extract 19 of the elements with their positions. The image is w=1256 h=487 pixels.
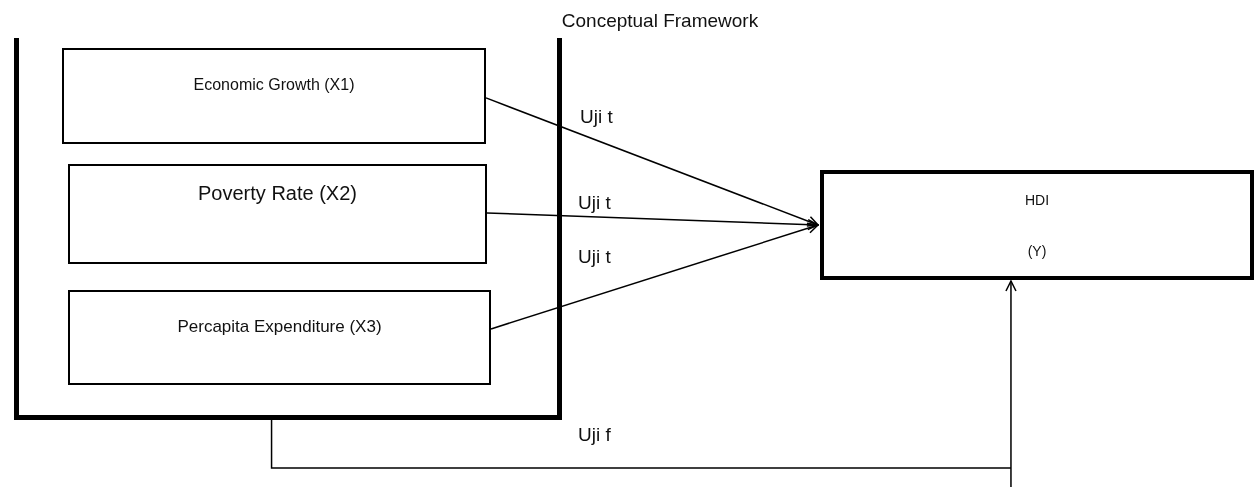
edge-label: Uji t <box>578 192 611 214</box>
variable-box <box>62 48 486 144</box>
arrow <box>486 212 819 231</box>
arrow <box>270 280 1017 487</box>
variable-box <box>68 164 487 264</box>
group-frame <box>14 38 562 420</box>
variable-box <box>820 170 1254 280</box>
edge-label: Uji t <box>580 106 613 128</box>
node-label: HDI <box>1024 191 1050 208</box>
arrow <box>485 97 819 227</box>
variable-box <box>68 290 491 385</box>
diagram-title: Conceptual Framework <box>560 10 760 32</box>
arrow <box>490 222 819 330</box>
node-label: Poverty Rate (X2) <box>198 182 357 205</box>
edge-label: Uji t <box>578 246 611 268</box>
node-label: (Y) <box>1027 242 1047 259</box>
edge-label: Uji f <box>578 424 611 446</box>
node-label: Percapita Expenditure (X3) <box>177 317 382 337</box>
node-label: Economic Growth (X1) <box>193 76 355 94</box>
